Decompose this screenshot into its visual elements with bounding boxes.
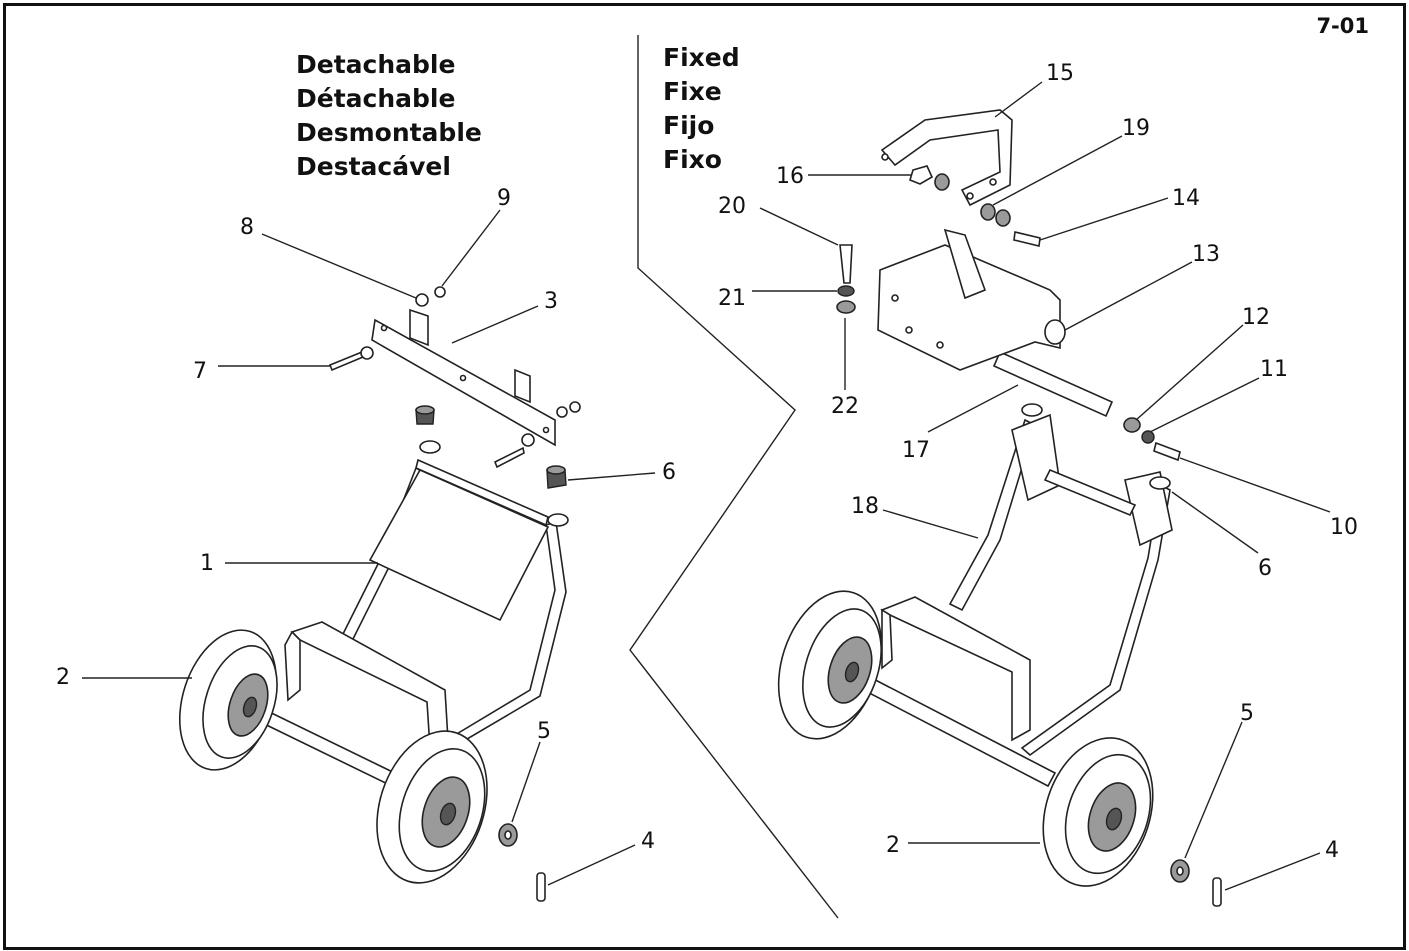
washer-5-hole-part <box>1176 866 1184 876</box>
nut-9-part <box>434 286 446 298</box>
heading-line: Détachable <box>296 84 456 113</box>
callout-1: 1 <box>200 551 214 576</box>
right-leader-lines <box>752 81 1331 891</box>
bolt-part <box>493 446 525 469</box>
callout-13: 13 <box>1192 242 1220 267</box>
callout-8: 8 <box>240 215 254 240</box>
callout-14: 14 <box>1172 186 1200 211</box>
washer-part <box>934 173 950 191</box>
callout-2: 2 <box>56 665 70 690</box>
callout-5-right: 5 <box>1240 701 1254 726</box>
detachable-cart <box>178 286 581 902</box>
bolt-14-part <box>1013 231 1041 247</box>
callout-3: 3 <box>544 289 558 314</box>
bolt-7-part <box>328 350 364 372</box>
pin-17-part <box>992 350 1114 418</box>
callout-10: 10 <box>1330 515 1358 540</box>
washer-part <box>521 433 535 447</box>
nut-part <box>569 401 581 413</box>
cap-6-top-part <box>546 465 566 475</box>
plate-3-part <box>371 308 556 447</box>
washer-part <box>360 346 374 360</box>
axle-part <box>248 703 407 792</box>
wheel-2-part <box>1042 737 1154 887</box>
heading-line: Desmontable <box>296 118 482 147</box>
callout-9: 9 <box>497 186 511 211</box>
callout-6: 6 <box>662 460 676 485</box>
frame-18-part <box>880 403 1173 757</box>
pin-4-part <box>1212 877 1222 907</box>
section-divider <box>629 35 839 919</box>
heading-line: Destacável <box>296 152 451 181</box>
bracket-13-part <box>877 228 1066 371</box>
washer-19-part <box>980 203 996 221</box>
cap-top-rim-part <box>415 405 435 415</box>
callout-20: 20 <box>718 194 746 219</box>
callout-18: 18 <box>851 494 879 519</box>
fixed-cart <box>777 109 1222 907</box>
heading-line: Fijo <box>663 111 715 140</box>
heading-line: Detachable <box>296 50 456 79</box>
wheel-back-part <box>777 590 883 740</box>
left-leader-lines <box>82 209 656 886</box>
callout-4-right: 4 <box>1325 838 1339 863</box>
callout-16: 16 <box>776 164 804 189</box>
bolt-10-part <box>1153 441 1181 462</box>
lockwasher-21-part <box>837 285 855 297</box>
callout-21: 21 <box>718 286 746 311</box>
callout-17: 17 <box>902 438 930 463</box>
heading-line: Fixo <box>663 145 722 174</box>
wheel-2-part <box>178 629 278 771</box>
callout-19: 19 <box>1122 116 1150 141</box>
callout-22: 22 <box>831 394 859 419</box>
fixed-heading: Fixed Fixe Fijo Fixo <box>663 41 740 177</box>
callout-6-right: 6 <box>1258 556 1272 581</box>
washer-12-part <box>1123 417 1141 433</box>
clamp-15-part <box>880 109 1013 207</box>
heading-line: Fixe <box>663 77 722 106</box>
callout-11: 11 <box>1260 357 1288 382</box>
callout-5: 5 <box>537 719 551 744</box>
callout-4: 4 <box>641 829 655 854</box>
page-number: 7-01 <box>1316 14 1369 38</box>
nut-16-part <box>909 165 934 185</box>
washer-22-part <box>836 300 856 314</box>
callout-2-right: 2 <box>886 833 900 858</box>
washer-part <box>556 406 568 418</box>
washer-part <box>995 209 1011 227</box>
frame-1-part <box>284 440 569 750</box>
washer-5-hole-part <box>504 830 512 840</box>
left-callouts: 1 2 3 4 5 6 7 8 9 <box>56 186 676 854</box>
callout-15: 15 <box>1046 61 1074 86</box>
pin-4-part <box>536 872 546 902</box>
wheel-front-part <box>376 730 488 884</box>
washer-8-part <box>415 293 429 307</box>
lockwasher-11-part <box>1141 430 1155 444</box>
callout-7: 7 <box>193 359 207 384</box>
callout-12: 12 <box>1242 305 1270 330</box>
bolt-20-part <box>839 244 853 284</box>
diagram-frame <box>3 3 1406 950</box>
right-callouts: 2 4 5 6 10 11 12 13 14 15 16 17 18 19 20… <box>718 61 1358 863</box>
detachable-heading: Detachable Détachable Desmontable Destac… <box>296 48 482 184</box>
heading-line: Fixed <box>663 43 740 72</box>
